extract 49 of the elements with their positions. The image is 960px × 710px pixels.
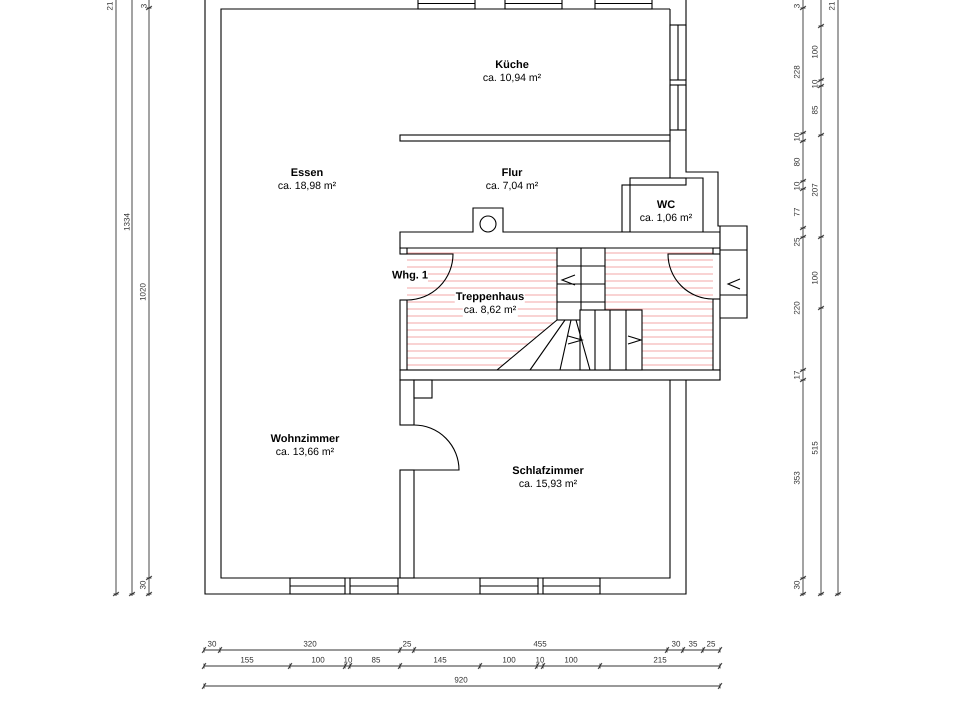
- dimension-value: 17: [792, 370, 802, 380]
- dimension-value: 10: [792, 182, 802, 190]
- dimension-value: 10: [536, 656, 544, 664]
- room-area-text: ca. 18,98 m²: [276, 180, 338, 193]
- dimension-value: 25: [706, 640, 716, 648]
- dimension-value: 85: [372, 656, 380, 664]
- dimension-value: 30: [792, 580, 802, 590]
- dimension-value: 228: [792, 65, 802, 79]
- dimension-value: 1020: [138, 283, 148, 301]
- dimension-value: 353: [792, 471, 802, 485]
- dimension-value: 207: [810, 183, 820, 197]
- unit-label: Whg. 1: [392, 270, 428, 282]
- dimension-value: 85: [810, 106, 820, 114]
- dimension-value: 100: [810, 271, 820, 285]
- room-area-text: ca. 13,66 m²: [274, 446, 336, 459]
- dimension-value: 100: [564, 656, 578, 664]
- room-area-text: ca. 15,93 m²: [518, 478, 578, 491]
- dimension-value: 25: [402, 640, 412, 648]
- dimension-value: 215: [653, 656, 667, 664]
- dimension-value: 21: [828, 2, 836, 10]
- dimension-value: 3: [140, 4, 148, 8]
- dimension-value: 25: [792, 238, 802, 246]
- dimension-value: 1334: [122, 213, 132, 231]
- dimension-value: 515: [810, 441, 820, 455]
- dimension-value: 10: [810, 80, 820, 88]
- dimension-value: 30: [208, 640, 216, 648]
- dimension-value: 155: [240, 656, 254, 664]
- dimension-value: 21: [106, 2, 114, 10]
- room-area-text: ca. 1,06 m²: [638, 212, 694, 225]
- dimension-value: 10: [344, 656, 352, 664]
- room-area-text: ca. 8,62 m²: [462, 304, 518, 317]
- room-area-text: ca. 10,94 m²: [482, 72, 542, 85]
- dimension-value: 100: [810, 45, 820, 59]
- dimension-value: 30: [138, 580, 148, 590]
- dimension-value: 30: [672, 640, 680, 648]
- dimension-value: 100: [311, 656, 325, 664]
- dimension-value: 920: [454, 676, 468, 684]
- dimension-value: 77: [792, 208, 802, 216]
- dimension-value: 220: [792, 301, 802, 315]
- dimension-value: 145: [433, 656, 447, 664]
- dimension-value: 35: [688, 640, 698, 648]
- room-name: Treppenhaus: [454, 291, 526, 304]
- dimension-value: 10: [792, 132, 802, 142]
- room-area-text: ca. 7,04 m²: [484, 180, 540, 193]
- dimension-value: 320: [303, 640, 317, 648]
- dimension-value: 3: [792, 4, 802, 8]
- dimension-value: 80: [792, 158, 802, 166]
- dimension-value: 455: [533, 640, 547, 648]
- dimension-value: 100: [502, 656, 516, 664]
